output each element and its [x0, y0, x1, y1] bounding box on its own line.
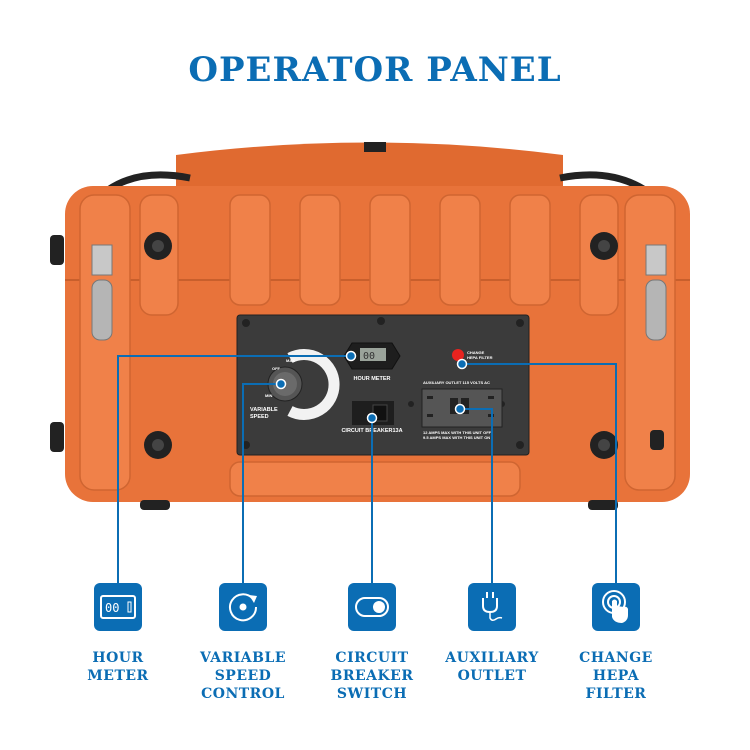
aux-outlet-label: AUXILIARY OUTLET 115 VOLTS AC [423, 380, 490, 385]
top-lid [176, 142, 563, 195]
feature-auxiliary-outlet: AUXILIARY OUTLET [427, 583, 557, 685]
handle-right [559, 171, 647, 193]
feature-hour-meter: 00 HOUR METER [53, 583, 183, 685]
knob-min-label: MIN [265, 393, 272, 398]
hour-meter: 00 HOUR METER [343, 342, 401, 382]
feature-label: FILTER [585, 686, 647, 702]
amps-note-off: 12 AMPS MAX WITH THIS UNIT OFF [423, 430, 492, 435]
feature-label: HOUR [92, 650, 144, 666]
latch-right [645, 244, 667, 341]
feature-circuit-breaker: CIRCUIT BREAKER SWITCH [307, 583, 437, 703]
hour-meter-label: HOUR METER [354, 376, 391, 382]
hepa-label-2: HEPA FILTER [467, 355, 493, 360]
svg-text:00: 00 [105, 601, 119, 615]
feature-label: CHANGE [579, 650, 653, 666]
feature-label: METER [87, 668, 149, 684]
amps-note-on: 9.5 AMPS MAX WITH THIS UNIT ON [423, 435, 490, 440]
toggle-switch-icon [348, 583, 396, 631]
feature-label: SWITCH [336, 686, 408, 702]
feature-label: VARIABLE [199, 650, 287, 666]
lid-notch [364, 142, 386, 152]
variable-speed-label-2: SPEED [250, 414, 269, 420]
feature-label: CIRCUIT [335, 650, 409, 666]
hepa-label: CHANGE [467, 350, 485, 355]
rotate-dial-icon [219, 583, 267, 631]
knob-max-label: MAX [286, 358, 295, 363]
knob-off-label: OFF [272, 366, 281, 371]
change-hepa-indicator: CHANGE HEPA FILTER [452, 349, 493, 361]
latch-left [91, 244, 113, 341]
plug-icon [468, 583, 516, 631]
feature-label: BREAKER [330, 668, 414, 684]
touch-button-icon [592, 583, 640, 631]
hour-meter-icon: 00 [94, 583, 142, 631]
feature-label: AUXILIARY [445, 650, 539, 666]
variable-speed-label: VARIABLE [250, 407, 278, 413]
feature-label: OUTLET [457, 668, 527, 684]
handle-left [106, 171, 191, 193]
callout-lines [117, 355, 617, 585]
feature-change-hepa: CHANGE HEPA FILTER [551, 583, 681, 703]
feature-label: CONTROL [201, 686, 285, 702]
hour-meter-display: 00 [363, 351, 375, 362]
variable-speed-knob[interactable]: MAX OFF MIN VARIABLE SPEED [250, 349, 340, 420]
feature-variable-speed: VARIABLE SPEED CONTROL [178, 583, 308, 703]
page-title: OPERATOR PANEL [188, 50, 562, 90]
feature-label: HEPA [592, 668, 640, 684]
feature-label: SPEED [214, 668, 272, 684]
